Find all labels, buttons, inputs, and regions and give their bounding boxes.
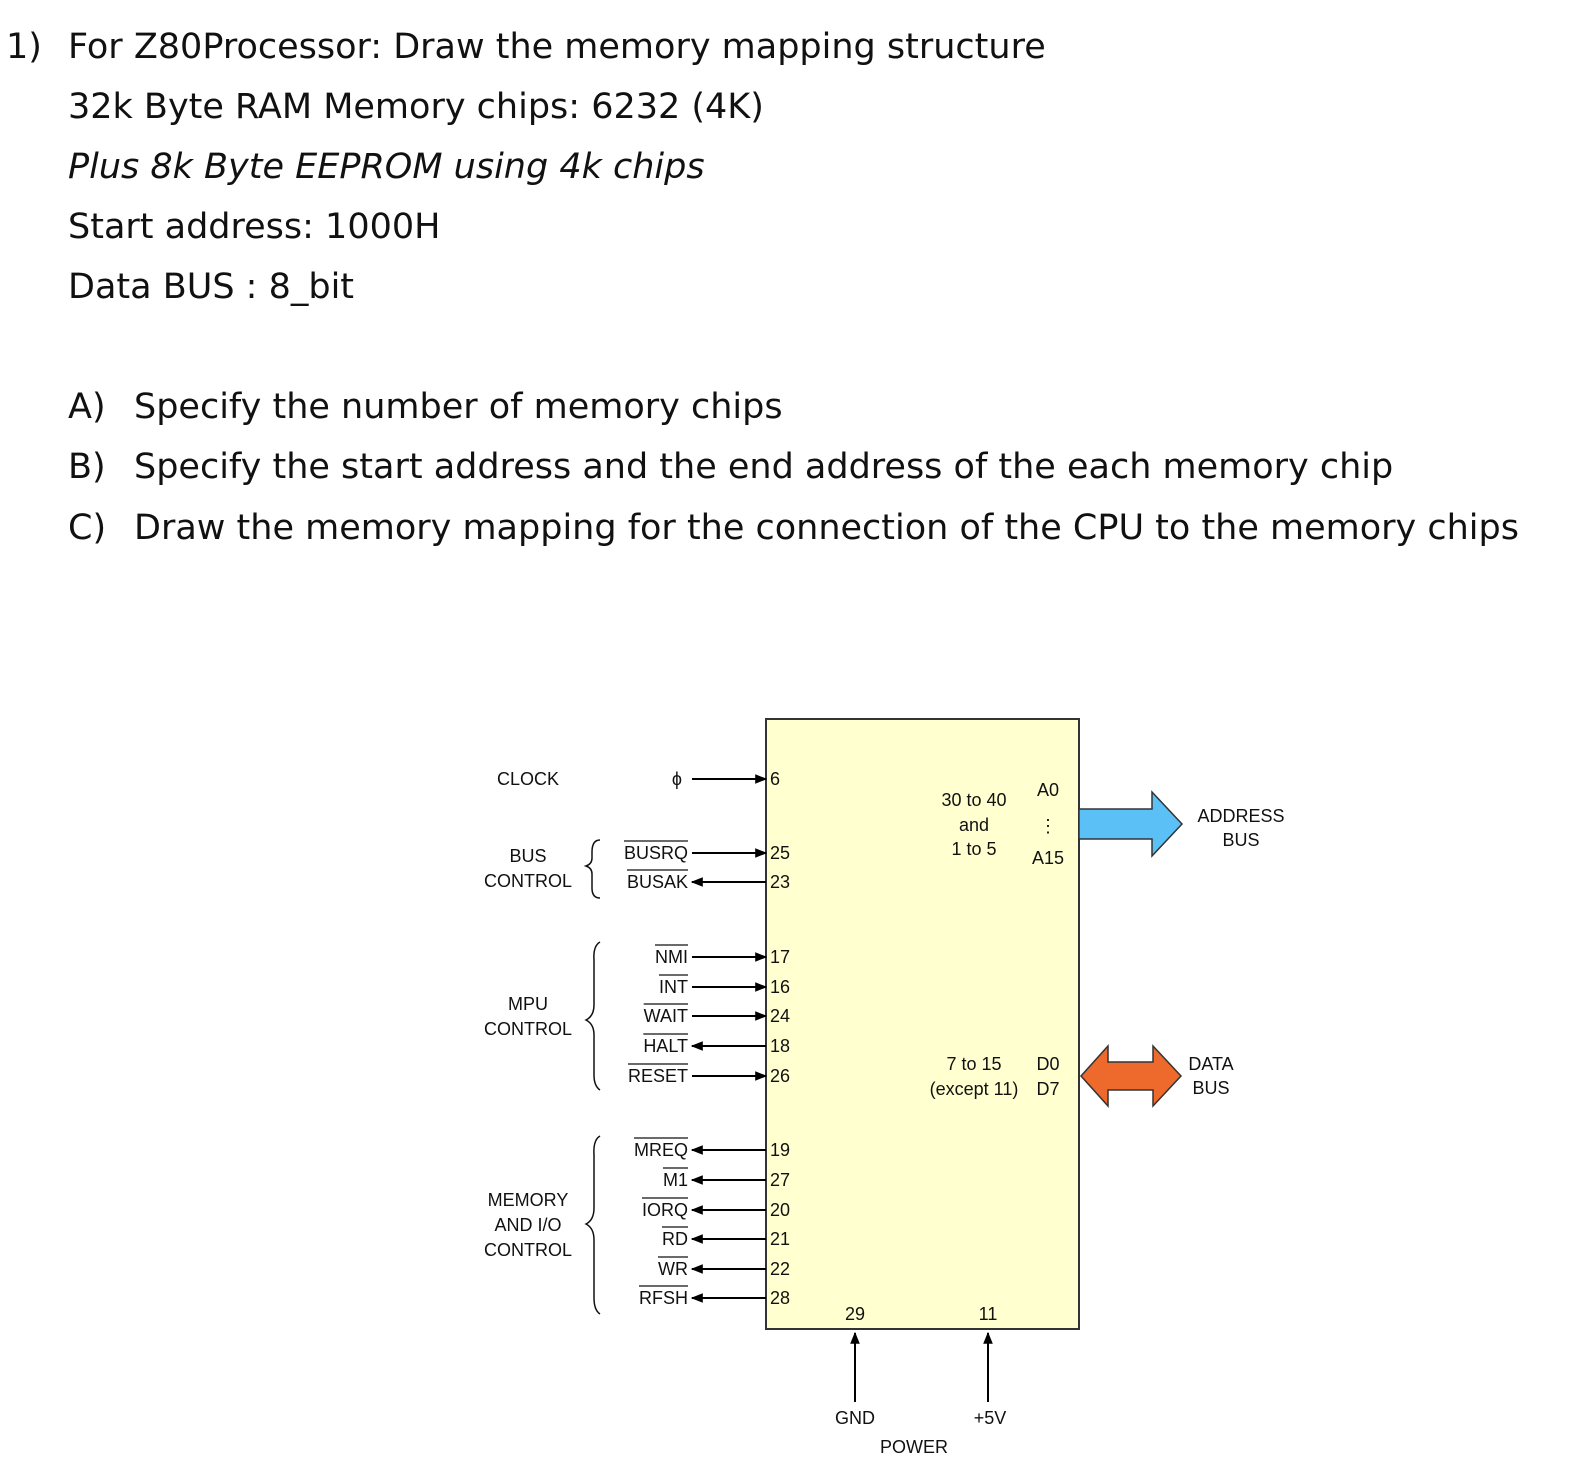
data-pins-line2: (except 11) <box>930 1079 1019 1099</box>
signal-name-rd: RD <box>662 1229 688 1249</box>
pin-number-27: 27 <box>770 1170 790 1190</box>
bus-control-label-line2: CONTROL <box>484 871 572 891</box>
address-pins-line1: 30 to 40 <box>941 790 1006 810</box>
pin-number-18: 18 <box>770 1036 790 1056</box>
mpu-control-label-line1: MPU <box>508 994 548 1014</box>
part-a-text: Specify the number of memory chips <box>134 387 783 427</box>
data-bus-label-line1: DATA <box>1188 1054 1233 1074</box>
pin-number-26: 26 <box>770 1066 790 1086</box>
pin-number-23: 23 <box>770 872 790 892</box>
address-pins-line3: 1 to 5 <box>951 839 996 859</box>
signal-name-halt: HALT <box>643 1036 688 1056</box>
gnd-pin-number: 29 <box>845 1304 865 1324</box>
address-dots: ⋮ <box>1039 816 1057 836</box>
pin-number-25: 25 <box>770 843 790 863</box>
memory-io-label-line2: AND I/O <box>494 1215 561 1235</box>
signal-name-nmi: NMI <box>655 947 688 967</box>
signal-name-phi: ϕ <box>672 769 682 789</box>
memory-io-label-line1: MEMORY <box>488 1190 569 1210</box>
pin-number-20: 20 <box>770 1200 790 1220</box>
pin-number-17: 17 <box>770 947 790 967</box>
question-title: For Z80Processor: Draw the memory mappin… <box>68 27 1046 67</box>
eeprom-spec: Plus 8k Byte EEPROM using 4k chips <box>68 147 705 187</box>
pin-number-6: 6 <box>770 769 780 789</box>
address-bus-label-line2: BUS <box>1222 830 1259 850</box>
part-a-label: A) <box>68 387 106 427</box>
mpu-control-brace <box>584 941 601 1091</box>
mpu-control-label-line2: CONTROL <box>484 1019 572 1039</box>
vcc-pin-number: 11 <box>979 1304 998 1324</box>
data-bus-spec: Data BUS : 8_bit <box>68 267 355 307</box>
start-address: Start address: 1000H <box>68 207 441 247</box>
signal-name-iorq: IORQ <box>642 1200 688 1220</box>
address-bus-arrow <box>1078 790 1184 858</box>
data-high-label: D7 <box>1036 1079 1059 1099</box>
clock-group-label: CLOCK <box>497 769 559 789</box>
part-b-label: B) <box>68 447 106 487</box>
data-bus-arrow <box>1079 1044 1183 1108</box>
address-bus-label-line1: ADDRESS <box>1197 806 1284 826</box>
data-low-label: D0 <box>1036 1054 1059 1074</box>
address-pins-line2: and <box>959 815 989 835</box>
part-b-text: Specify the start address and the end ad… <box>134 447 1394 487</box>
pin-number-16: 16 <box>770 977 790 997</box>
ram-spec: 32k Byte RAM Memory chips: 6232 (4K) <box>68 87 764 127</box>
signal-name-busrq: BUSRQ <box>624 843 688 863</box>
pin-number-24: 24 <box>770 1006 790 1026</box>
address-high-label: A15 <box>1032 848 1064 868</box>
memory-io-label-line3: CONTROL <box>484 1240 572 1260</box>
signal-name-reset: RESET <box>628 1066 688 1086</box>
bus-control-label-line1: BUS <box>509 846 546 866</box>
part-c-label: C) <box>68 508 107 548</box>
z80-chip-body <box>765 718 1080 1330</box>
vcc-label: +5V <box>974 1408 1007 1428</box>
pin-number-22: 22 <box>770 1259 790 1279</box>
signal-name-int: INT <box>659 977 688 997</box>
signal-name-mreq: MREQ <box>634 1140 688 1160</box>
address-low-label: A0 <box>1037 780 1059 800</box>
gnd-label: GND <box>835 1408 875 1428</box>
question-number: 1) <box>6 27 42 67</box>
pin-number-19: 19 <box>770 1140 790 1160</box>
pin-number-21: 21 <box>770 1229 790 1249</box>
data-pins-line1: 7 to 15 <box>946 1054 1001 1074</box>
signal-name-m1: M1 <box>663 1170 688 1190</box>
signal-name-wr: WR <box>658 1259 688 1279</box>
signal-name-wait: WAIT <box>644 1006 688 1026</box>
memory-io-brace <box>584 1135 601 1315</box>
part-c-text: Draw the memory mapping for the connecti… <box>134 508 1519 548</box>
signal-name-busak: BUSAK <box>627 872 688 892</box>
signal-name-rfsh: RFSH <box>639 1288 688 1308</box>
data-bus-label-line2: BUS <box>1192 1078 1229 1098</box>
bus-control-brace <box>583 839 601 899</box>
pin-number-28: 28 <box>770 1288 790 1308</box>
power-label: POWER <box>880 1437 948 1457</box>
